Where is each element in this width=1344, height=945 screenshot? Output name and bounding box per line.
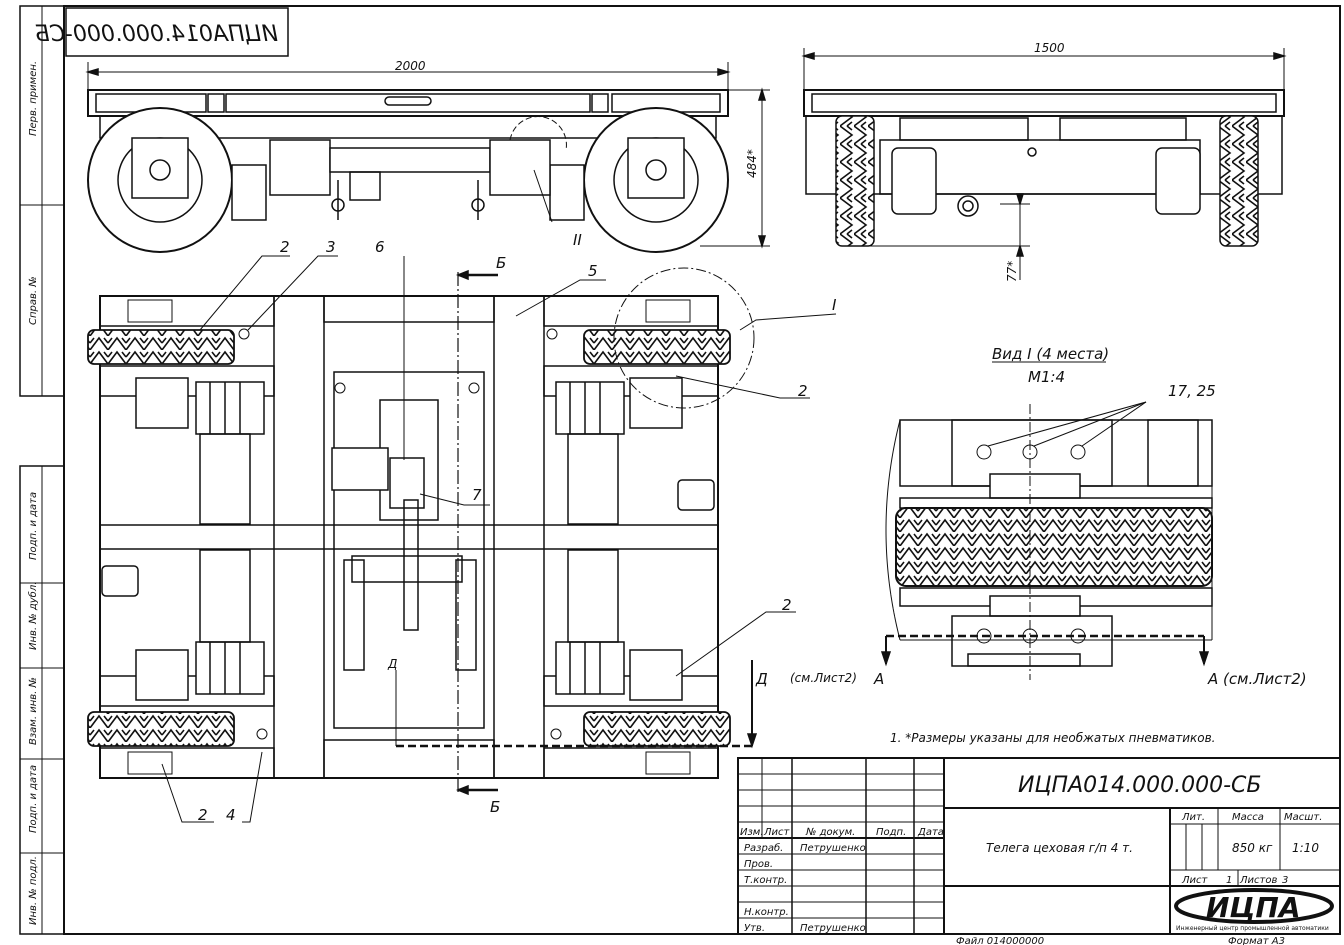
margin-label-perv-primen: Перв. примен. bbox=[28, 61, 39, 136]
detail-view bbox=[880, 401, 1213, 680]
logo-company: Инженерный центр промышленной автоматики bbox=[1176, 925, 1329, 932]
section-B-top: Б bbox=[496, 254, 506, 272]
mirrored-designation: ИЦПА014.000.000-СБ bbox=[35, 22, 278, 47]
section-B-bottom: Б bbox=[490, 798, 500, 816]
margin-labels: Перв. примен. Справ. № Подп. и дата Инв.… bbox=[27, 61, 39, 925]
dimension-height: 484* bbox=[745, 149, 759, 178]
margin-label-inv-podl: Инв. № подл. bbox=[28, 856, 39, 925]
col-data: Дата bbox=[917, 827, 944, 838]
callout-7: 7 bbox=[472, 486, 482, 504]
detail-view-title: Вид I (4 места) bbox=[992, 345, 1109, 363]
sheet-no: 1 bbox=[1226, 875, 1232, 886]
detail-view-items: 17, 25 bbox=[1168, 382, 1216, 400]
callout-2d: 2 bbox=[198, 806, 208, 824]
sheets-total: 3 bbox=[1282, 875, 1288, 886]
front-view bbox=[85, 62, 770, 253]
dimension-length: 2000 bbox=[395, 59, 426, 73]
value-mass: 850 кг bbox=[1232, 841, 1273, 855]
callout-2a: 2 bbox=[280, 238, 290, 256]
section-D-ref: (см.Лист2) bbox=[790, 671, 857, 685]
margin-label-sprav: Справ. № bbox=[28, 276, 39, 325]
title-name: Телега цеховая г/п 4 т. bbox=[986, 841, 1133, 855]
callout-2c: 2 bbox=[782, 596, 792, 614]
header-mass: Масса bbox=[1232, 812, 1264, 823]
title-block bbox=[737, 757, 1341, 935]
plan-view bbox=[87, 255, 837, 823]
dimension-width: 1500 bbox=[1034, 41, 1065, 55]
margin-label-podp-data-1: Подп. и дата bbox=[28, 492, 39, 560]
callout-3: 3 bbox=[326, 238, 336, 256]
row-nkontr: Н.контр. bbox=[744, 907, 789, 918]
sheet-frame bbox=[19, 5, 1341, 935]
format: Формат А3 bbox=[1228, 936, 1285, 945]
callout-I: I bbox=[832, 296, 837, 314]
side-view bbox=[801, 48, 1287, 280]
sheet-label: Лист bbox=[1181, 875, 1209, 886]
section-A-right: А (см.Лист2) bbox=[1207, 670, 1307, 688]
title-designation: ИЦПА014.000.000-СБ bbox=[1018, 773, 1261, 798]
detail-view-scale: М1:4 bbox=[1028, 368, 1065, 386]
callout-6: 6 bbox=[375, 238, 385, 256]
value-scale: 1:10 bbox=[1292, 841, 1319, 855]
callout-4: 4 bbox=[226, 806, 236, 824]
callout-2b: 2 bbox=[798, 382, 808, 400]
file-name: Файл 014000000 bbox=[956, 936, 1044, 945]
section-D: Д bbox=[755, 670, 768, 688]
margin-label-vzam-inv: Взам. инв. № bbox=[28, 677, 39, 745]
row-tkontr: Т.контр. bbox=[744, 875, 787, 886]
col-podp: Подп. bbox=[876, 827, 906, 838]
sheets-label: Листов bbox=[1239, 875, 1277, 886]
header-scale: Масшт. bbox=[1284, 812, 1322, 823]
margin-label-inv-dubl: Инв. № дубл. bbox=[27, 582, 39, 650]
logo-text: ИЦПА bbox=[1206, 891, 1301, 924]
col-docum: № докум. bbox=[805, 827, 855, 838]
callout-5: 5 bbox=[588, 262, 598, 280]
row-razrab-name: Петрушенко bbox=[800, 843, 866, 854]
header-lit: Лит. bbox=[1181, 812, 1205, 823]
margin-label-podp-data-2: Подп. и дата bbox=[28, 765, 39, 833]
row-prov: Пров. bbox=[744, 859, 773, 870]
section-D-inner: Д bbox=[387, 657, 397, 671]
dimension-clearance: 77* bbox=[1005, 261, 1019, 282]
col-list: Лист bbox=[763, 827, 791, 838]
callout-II: II bbox=[573, 231, 582, 249]
company-logo: ИЦПА Инженерный центр промышленной автом… bbox=[1174, 888, 1334, 932]
general-note: 1. *Размеры указаны для необжатых пневма… bbox=[890, 731, 1215, 745]
mirrored-designation-box: ИЦПА014.000.000-СБ bbox=[35, 7, 289, 57]
col-izm: Изм. bbox=[740, 827, 764, 838]
row-razrab: Разраб. bbox=[744, 842, 783, 854]
row-utv-name: Петрушенко bbox=[800, 923, 866, 934]
row-utv: Утв. bbox=[744, 923, 765, 934]
section-A-left: А bbox=[873, 670, 884, 688]
